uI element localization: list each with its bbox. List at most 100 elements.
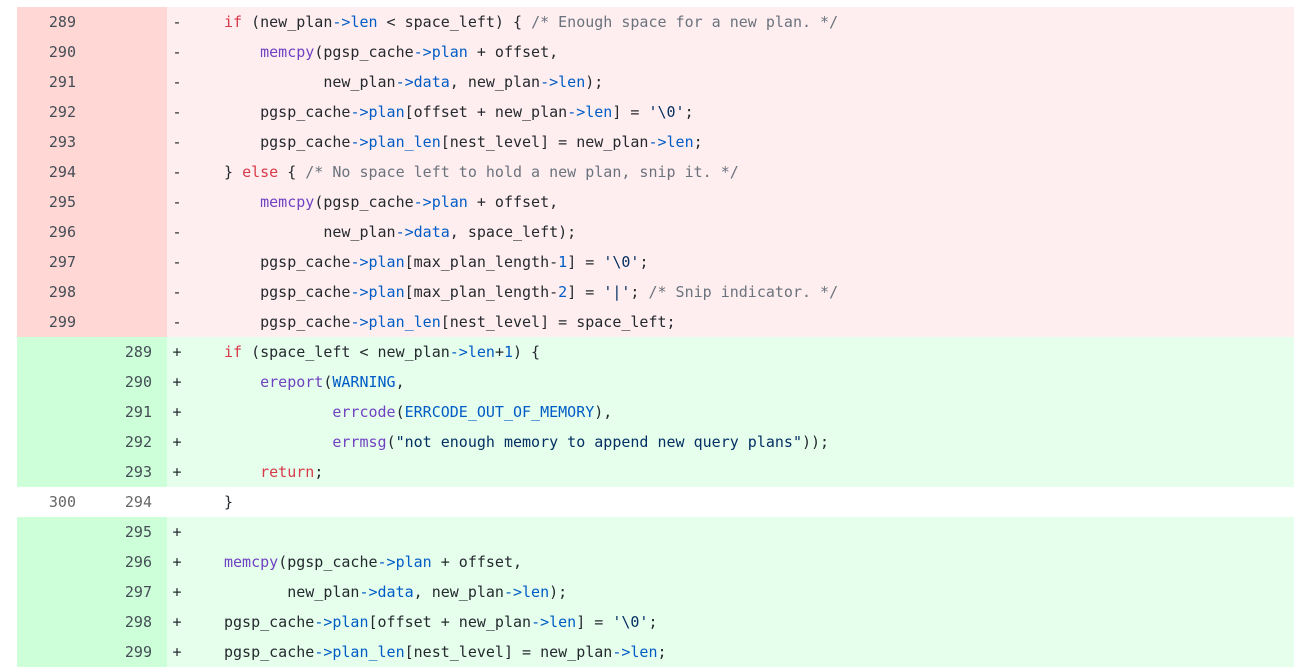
code-token: plan_len bbox=[368, 313, 441, 331]
old-line-number[interactable]: 291 bbox=[17, 67, 92, 97]
diff-sign: + bbox=[167, 457, 187, 487]
new-line-number[interactable]: 289 bbox=[92, 337, 167, 367]
old-line-number[interactable]: 298 bbox=[17, 277, 92, 307]
code-token: -> bbox=[314, 613, 333, 631]
code-token: memcpy bbox=[224, 553, 279, 571]
new-line-number[interactable]: 293 bbox=[92, 457, 167, 487]
new-line-number[interactable]: 298 bbox=[92, 607, 167, 637]
new-line-number[interactable] bbox=[92, 247, 167, 277]
old-line-number[interactable]: 299 bbox=[17, 307, 92, 337]
diff-row-added: 295+ bbox=[17, 517, 1294, 547]
diff-row-added: 289+if (space_left < new_plan->len+1) { bbox=[17, 337, 1294, 367]
old-line-number[interactable]: 296 bbox=[17, 217, 92, 247]
new-line-number[interactable]: 296 bbox=[92, 547, 167, 577]
old-line-number[interactable]: 290 bbox=[17, 37, 92, 67]
code-token: [max_plan_length- bbox=[404, 253, 559, 271]
diff-row-deleted: 298- pgsp_cache->plan[max_plan_length-2]… bbox=[17, 277, 1294, 307]
new-line-number[interactable] bbox=[92, 127, 167, 157]
new-line-number[interactable] bbox=[92, 217, 167, 247]
code-token: plan bbox=[431, 43, 468, 61]
old-line-number[interactable] bbox=[17, 517, 92, 547]
new-line-number[interactable] bbox=[92, 277, 167, 307]
diff-sign: + bbox=[167, 427, 187, 457]
old-line-number[interactable]: 293 bbox=[17, 127, 92, 157]
new-line-number[interactable] bbox=[92, 97, 167, 127]
new-line-number[interactable] bbox=[92, 157, 167, 187]
code-token: [nest_level] = new_plan bbox=[440, 133, 649, 151]
old-line-number[interactable]: 300 bbox=[17, 487, 92, 517]
code-token: (pgsp_cache bbox=[314, 43, 414, 61]
code-token: -> bbox=[449, 343, 468, 361]
old-line-number[interactable] bbox=[17, 547, 92, 577]
new-line-number[interactable]: 294 bbox=[92, 487, 167, 517]
code-line: } else { /* No space left to hold a new … bbox=[187, 157, 1294, 187]
old-line-number[interactable] bbox=[17, 397, 92, 427]
old-line-number[interactable] bbox=[17, 457, 92, 487]
old-line-number[interactable]: 297 bbox=[17, 247, 92, 277]
diff-row-deleted: 296- new_plan->data, space_left); bbox=[17, 217, 1294, 247]
code-line: memcpy(pgsp_cache->plan + offset, bbox=[187, 547, 1294, 577]
code-token: -> bbox=[413, 43, 432, 61]
code-token: -> bbox=[350, 313, 369, 331]
code-token: 2 bbox=[558, 283, 568, 301]
old-line-number[interactable] bbox=[17, 607, 92, 637]
code-token: len bbox=[522, 583, 550, 601]
code-token: plan bbox=[431, 193, 468, 211]
old-line-number[interactable] bbox=[17, 337, 92, 367]
old-line-number[interactable]: 295 bbox=[17, 187, 92, 217]
new-line-number[interactable]: 290 bbox=[92, 367, 167, 397]
diff-sign: - bbox=[167, 127, 187, 157]
diff-row-added: 297+ new_plan->data, new_plan->len); bbox=[17, 577, 1294, 607]
code-token: ); bbox=[585, 73, 604, 91]
code-token: -> bbox=[314, 643, 333, 661]
code-line: pgsp_cache->plan[offset + new_plan->len]… bbox=[187, 607, 1294, 637]
code-token: ); bbox=[549, 583, 568, 601]
new-line-number[interactable] bbox=[92, 307, 167, 337]
code-token: ] = bbox=[567, 283, 604, 301]
diff-row-deleted: 289-if (new_plan->len < space_left) { /*… bbox=[17, 7, 1294, 37]
code-token: new_plan bbox=[224, 73, 396, 91]
diff-sign: + bbox=[167, 637, 187, 667]
code-token: plan_len bbox=[368, 133, 441, 151]
code-token: plan bbox=[368, 283, 405, 301]
code-line: pgsp_cache->plan_len[nest_level] = new_p… bbox=[187, 127, 1294, 157]
diff-row-deleted: 293 - pgsp_cache->plan_len[nest_level] = … bbox=[17, 127, 1294, 157]
code-token: pgsp_cache bbox=[224, 313, 351, 331]
new-line-number[interactable]: 292 bbox=[92, 427, 167, 457]
new-line-number[interactable]: 295 bbox=[92, 517, 167, 547]
code-token: ; bbox=[648, 613, 658, 631]
old-line-number[interactable]: 294 bbox=[17, 157, 92, 187]
old-line-number[interactable] bbox=[17, 637, 92, 667]
new-line-number[interactable]: 297 bbox=[92, 577, 167, 607]
new-line-number[interactable]: 291 bbox=[92, 397, 167, 427]
diff-row-deleted: 299- pgsp_cache->plan_len[nest_level] = … bbox=[17, 307, 1294, 337]
code-token: } bbox=[224, 163, 243, 181]
code-token: data bbox=[377, 583, 414, 601]
diff-sign: + bbox=[167, 337, 187, 367]
code-token: plan bbox=[368, 103, 405, 121]
old-line-number[interactable] bbox=[17, 427, 92, 457]
code-line: errcode(ERRCODE_OUT_OF_MEMORY), bbox=[187, 397, 1294, 427]
code-token: [offset + new_plan bbox=[368, 613, 532, 631]
new-line-number[interactable]: 299 bbox=[92, 637, 167, 667]
code-token: pgsp_cache bbox=[224, 253, 351, 271]
code-token: -> bbox=[350, 283, 369, 301]
diff-row-deleted: 290- memcpy(pgsp_cache->plan + offset, bbox=[17, 37, 1294, 67]
code-token: (pgsp_cache bbox=[314, 193, 414, 211]
code-line: if (space_left < new_plan->len+1) { bbox=[187, 337, 1294, 367]
code-token: len bbox=[549, 613, 577, 631]
code-token: ; bbox=[639, 253, 649, 271]
old-line-number[interactable] bbox=[17, 367, 92, 397]
code-token: -> bbox=[350, 133, 369, 151]
new-line-number[interactable] bbox=[92, 7, 167, 37]
old-line-number[interactable] bbox=[17, 577, 92, 607]
code-line: pgsp_cache->plan[max_plan_length-2] = '|… bbox=[187, 277, 1294, 307]
new-line-number[interactable] bbox=[92, 187, 167, 217]
code-token bbox=[224, 373, 260, 391]
old-line-number[interactable]: 289 bbox=[17, 7, 92, 37]
old-line-number[interactable]: 292 bbox=[17, 97, 92, 127]
new-line-number[interactable] bbox=[92, 37, 167, 67]
code-token: plan bbox=[368, 253, 405, 271]
new-line-number[interactable] bbox=[92, 67, 167, 97]
diff-sign bbox=[167, 487, 187, 517]
